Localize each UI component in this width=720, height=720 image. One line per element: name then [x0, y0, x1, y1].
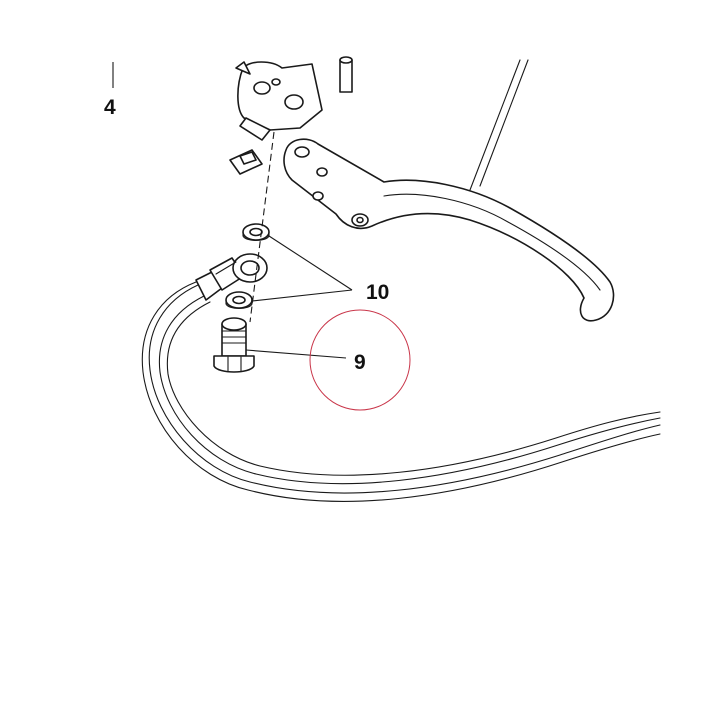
brake-hose	[141, 281, 661, 502]
brake-lever	[283, 138, 615, 322]
leader-line-10-upper	[268, 235, 353, 291]
banjo-bolt	[213, 317, 255, 373]
highlight-circle	[309, 309, 411, 411]
assembly-axis	[249, 131, 275, 323]
washer-lower	[225, 291, 253, 310]
master-cylinder-bracket	[235, 56, 353, 141]
leader-line-9	[245, 349, 347, 359]
washer-upper	[242, 223, 270, 242]
hose-fitting	[195, 253, 268, 301]
callout-9: 9	[354, 351, 366, 374]
retainer-clip	[229, 149, 263, 175]
handlebar	[469, 59, 529, 191]
callout-4: 4	[104, 96, 116, 119]
callout-10: 10	[366, 281, 389, 304]
leader-line-10-lower	[251, 289, 353, 302]
